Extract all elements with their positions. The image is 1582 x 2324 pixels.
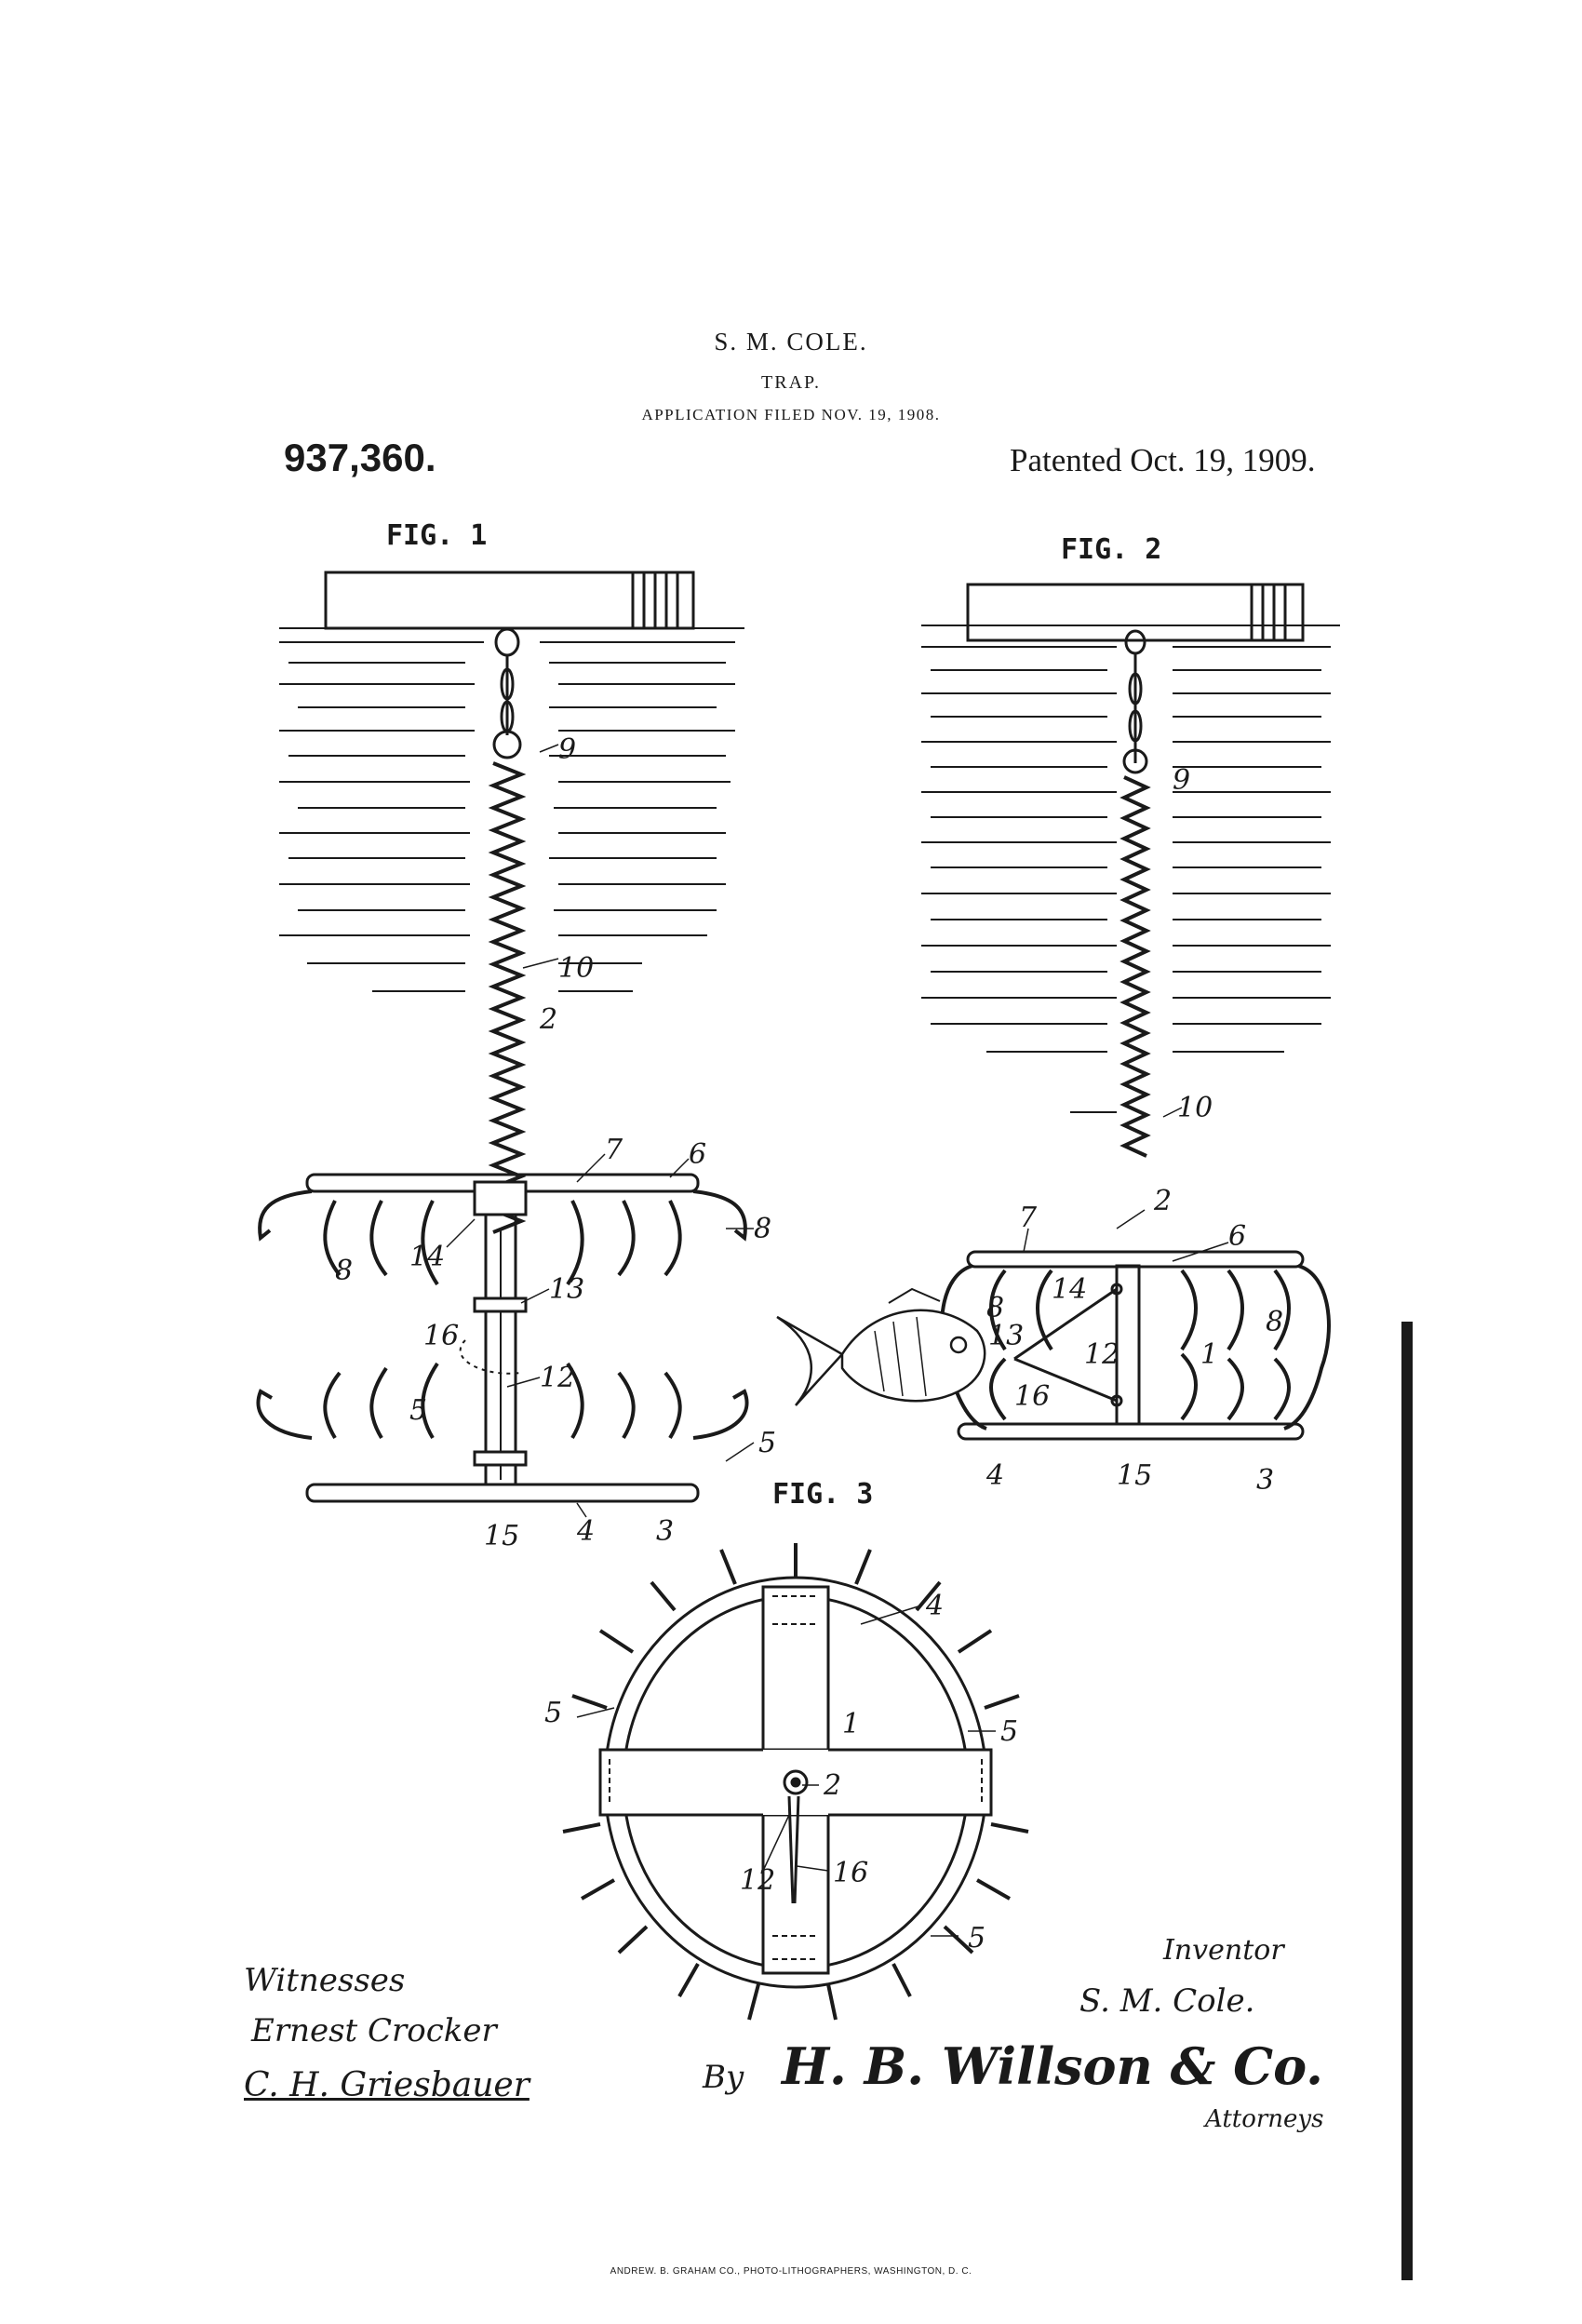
patented-date: Patented Oct. 19, 1909.: [1010, 442, 1316, 478]
application-filed: APPLICATION FILED NOV. 19, 1908.: [641, 406, 941, 423]
fig1-ref-12: 12: [540, 1362, 575, 1394]
fig2-label: FIG. 2: [1061, 533, 1161, 566]
fig1-ref-14: 14: [409, 1241, 445, 1273]
fig2-ref-6: 6: [1228, 1220, 1246, 1253]
fig3-ref-5a: 5: [544, 1697, 562, 1729]
fig2-water: [921, 625, 1340, 1113]
attorney-signature: H. B. Willson & Co.: [782, 2036, 1323, 2096]
fig1-ref-5a: 5: [409, 1394, 427, 1427]
fig2-ref-2: 2: [1153, 1185, 1172, 1217]
fig1-water: [279, 627, 744, 992]
attorneys-heading: Attorneys: [1205, 2105, 1324, 2133]
fig2-ref-9: 9: [1173, 764, 1190, 797]
fig3-ref-16: 16: [833, 1857, 868, 1889]
inventor-heading: Inventor: [1163, 1934, 1284, 1967]
fig2-ref-16: 16: [1014, 1380, 1050, 1413]
witnesses-heading: Witnesses: [244, 1962, 406, 1999]
fig1-ref-6: 6: [689, 1138, 706, 1171]
fig1-ref-7: 7: [605, 1134, 623, 1166]
patent-number: 937,360.: [284, 436, 436, 479]
fig2-ref-10: 10: [1177, 1092, 1213, 1124]
fig3-drawing: [562, 1543, 1029, 2021]
fig3-ref-4: 4: [925, 1590, 944, 1622]
fig1-spiral-rod: [488, 761, 527, 1234]
fig2-ref-1: 1: [1200, 1338, 1218, 1371]
fig1-ref-2: 2: [539, 1003, 557, 1036]
fig1-ref-10: 10: [558, 952, 594, 985]
fig3-ref-12: 12: [740, 1864, 775, 1897]
fig2-ref-14: 14: [1052, 1273, 1087, 1306]
fig2-center-bar: [1115, 1264, 1141, 1426]
lithographer-imprint: ANDREW. B. GRAHAM CO., PHOTO-LITHOGRAPHE…: [610, 2266, 972, 2277]
fig2-ref-12: 12: [1084, 1338, 1119, 1371]
fig1-lower-ring: [305, 1483, 700, 1503]
fig2-ref-3: 3: [1256, 1464, 1274, 1497]
fig1-ref-4: 4: [576, 1515, 595, 1548]
fig3-ref-2: 2: [823, 1769, 841, 1802]
fig3-ref-5b: 5: [1000, 1715, 1018, 1748]
fig1-label: FIG. 1: [386, 519, 487, 552]
fig2-ref-8b: 8: [1266, 1306, 1283, 1338]
fig2-spiral-rod: [1119, 775, 1151, 1158]
fig2-ref-15: 15: [1117, 1459, 1152, 1492]
fig2-drawing: [776, 583, 1340, 1441]
fig1-ref-16: 16: [423, 1320, 459, 1352]
fig1-ref-5b: 5: [758, 1427, 776, 1459]
fig2-ref-4: 4: [985, 1459, 1004, 1492]
fig2-lower-ring: [957, 1422, 1305, 1441]
witness-2-signature: C. H. Griesbauer: [244, 2066, 530, 2104]
fig2-ref-8a: 8: [986, 1292, 1004, 1324]
fig1-ref-9: 9: [558, 733, 576, 766]
fish: [776, 1287, 986, 1406]
by-label: By: [703, 2059, 744, 2096]
inventor-name: S. M. COLE.: [714, 328, 868, 356]
fig1-ref-3: 3: [656, 1515, 674, 1548]
fig1-drawing: [256, 571, 755, 1518]
fig2-ref-13: 13: [988, 1320, 1024, 1352]
patent-title: TRAP.: [761, 372, 821, 393]
fig1-ref-8a: 8: [754, 1213, 771, 1245]
fig2-ref-7: 7: [1019, 1202, 1038, 1234]
fig1-ref-13: 13: [549, 1273, 584, 1306]
inventor-signature: S. M. Cole.: [1079, 1982, 1255, 2020]
witness-1-signature: Ernest Crocker: [251, 2012, 497, 2049]
fig3-label: FIG. 3: [772, 1478, 873, 1511]
fig1-float: [324, 571, 695, 630]
fig3-ref-5c: 5: [968, 1922, 985, 1955]
fig1-ref-8b: 8: [335, 1255, 353, 1287]
fig3-ref-1: 1: [842, 1708, 860, 1740]
fig1-ref-15: 15: [484, 1520, 519, 1552]
